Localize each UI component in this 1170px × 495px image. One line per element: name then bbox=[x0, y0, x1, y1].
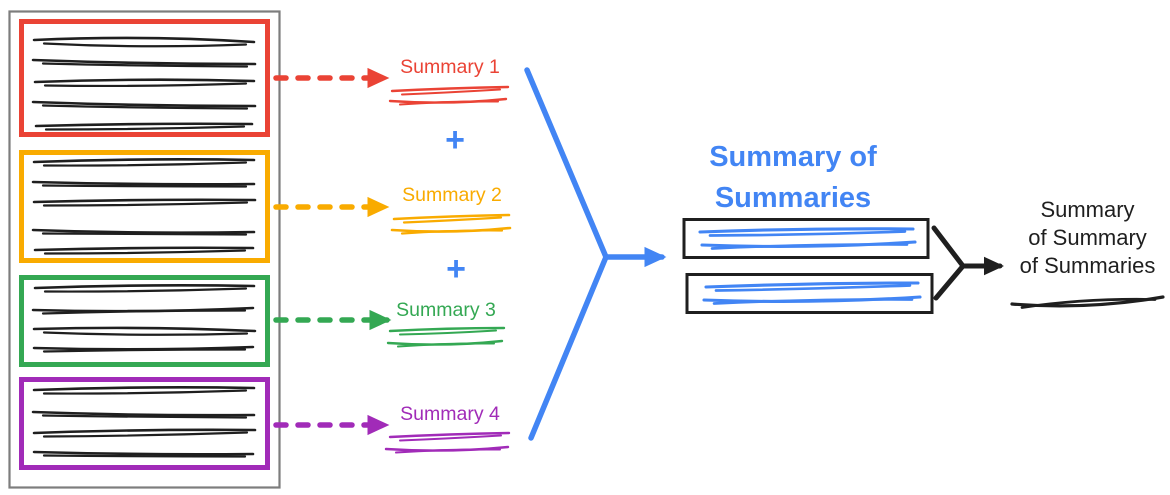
merge-converge-lines bbox=[524, 67, 609, 441]
scribble-stroke bbox=[398, 329, 498, 336]
scribble-stroke bbox=[32, 386, 256, 392]
scribble-stroke bbox=[32, 36, 256, 44]
scribble-stroke bbox=[43, 287, 248, 293]
final-line-3: of Summaries bbox=[1019, 253, 1156, 278]
scribble-stroke bbox=[398, 100, 500, 106]
scribble-stroke bbox=[41, 184, 248, 188]
sos-box-1 bbox=[682, 218, 930, 259]
scribble-stroke bbox=[42, 454, 247, 458]
scribble-stroke bbox=[34, 122, 254, 128]
title-line-1: Summary of bbox=[709, 141, 877, 173]
scribble-stroke bbox=[42, 431, 249, 438]
scribble-stroke bbox=[32, 158, 256, 164]
final-line-2: of Summary bbox=[1028, 225, 1147, 250]
scribble-stroke bbox=[32, 428, 257, 435]
plus-sign-1: + bbox=[445, 121, 465, 159]
chunk-red-text-scribbles bbox=[31, 36, 257, 131]
scribble-stroke bbox=[32, 198, 257, 204]
scribble-stroke bbox=[31, 58, 257, 66]
summary-1-scribble bbox=[388, 85, 510, 106]
scribble-stroke bbox=[31, 410, 256, 417]
final-summary-label: Summary of Summary of Summaries bbox=[1005, 196, 1170, 280]
scribble-stroke bbox=[42, 389, 248, 395]
summary-4-label: Summary 4 bbox=[400, 403, 500, 425]
scribble-stroke bbox=[31, 228, 256, 234]
scribble-stroke bbox=[704, 281, 920, 289]
scribble-stroke bbox=[42, 348, 247, 353]
scribble-stroke bbox=[31, 180, 256, 186]
scribble-stroke bbox=[42, 161, 248, 167]
scribble-stroke bbox=[396, 342, 496, 348]
scribble-stroke bbox=[392, 213, 511, 221]
scribble-stroke bbox=[402, 216, 503, 224]
scribble-stroke bbox=[390, 85, 510, 93]
chunk-purple-text-scribbles bbox=[31, 386, 257, 458]
final-bracket-arrow-black bbox=[931, 225, 1004, 301]
summary-4-scribble bbox=[384, 431, 511, 454]
scribble-stroke bbox=[388, 431, 511, 439]
scribble-stroke bbox=[398, 434, 503, 442]
summary-of-summaries-title: Summary of Summaries bbox=[676, 137, 910, 219]
chunk-green-text-scribbles bbox=[31, 284, 257, 353]
scribble-stroke bbox=[708, 230, 907, 237]
scribble-stroke bbox=[42, 42, 248, 48]
scribble-stroke bbox=[712, 298, 914, 305]
summary-3-scribble bbox=[386, 326, 506, 348]
scribble-stroke bbox=[400, 229, 504, 235]
scribble-stroke bbox=[698, 227, 915, 234]
scribble-stroke bbox=[41, 414, 248, 419]
scribble-stroke bbox=[42, 331, 249, 336]
sos-box-1-scribble bbox=[698, 227, 917, 250]
summary-2-label: Summary 2 bbox=[402, 184, 502, 206]
final-converge-lines bbox=[931, 225, 966, 301]
scribble-stroke bbox=[33, 246, 255, 252]
scribble-stroke bbox=[41, 232, 248, 236]
plus-sign-2: + bbox=[446, 250, 466, 288]
scribble-stroke bbox=[43, 249, 247, 255]
scribble-stroke bbox=[44, 125, 246, 131]
scribble-stroke bbox=[33, 284, 256, 290]
title-line-2: Summaries bbox=[714, 182, 872, 214]
scribble-stroke bbox=[41, 62, 249, 68]
scribble-stroke bbox=[1020, 297, 1157, 309]
scribble-stroke bbox=[43, 82, 248, 88]
sos-box-2 bbox=[685, 273, 934, 314]
scribble-stroke bbox=[32, 326, 257, 333]
scribble-stroke bbox=[41, 104, 249, 110]
sos-box-2-scribble bbox=[702, 281, 922, 305]
scribble-stroke bbox=[33, 78, 256, 84]
scribble-stroke bbox=[714, 284, 912, 292]
scribble-stroke bbox=[31, 100, 257, 108]
scribble-stroke bbox=[42, 201, 249, 207]
chunk-yellow-text-scribbles bbox=[31, 158, 257, 255]
final-line-1: Summary bbox=[1040, 197, 1135, 222]
scribble-stroke bbox=[710, 243, 909, 250]
merge-arrow-blue bbox=[524, 67, 667, 441]
final-summary-scribble bbox=[1010, 295, 1165, 309]
summary-3-label: Summary 3 bbox=[396, 299, 496, 321]
scribble-stroke bbox=[32, 450, 255, 456]
scribble-stroke bbox=[400, 88, 502, 96]
summary-1-label: Summary 1 bbox=[400, 56, 500, 78]
scribble-stroke bbox=[41, 309, 247, 315]
scribble-stroke bbox=[388, 326, 506, 333]
summary-2-scribble bbox=[390, 213, 512, 235]
scribble-stroke bbox=[394, 448, 502, 454]
